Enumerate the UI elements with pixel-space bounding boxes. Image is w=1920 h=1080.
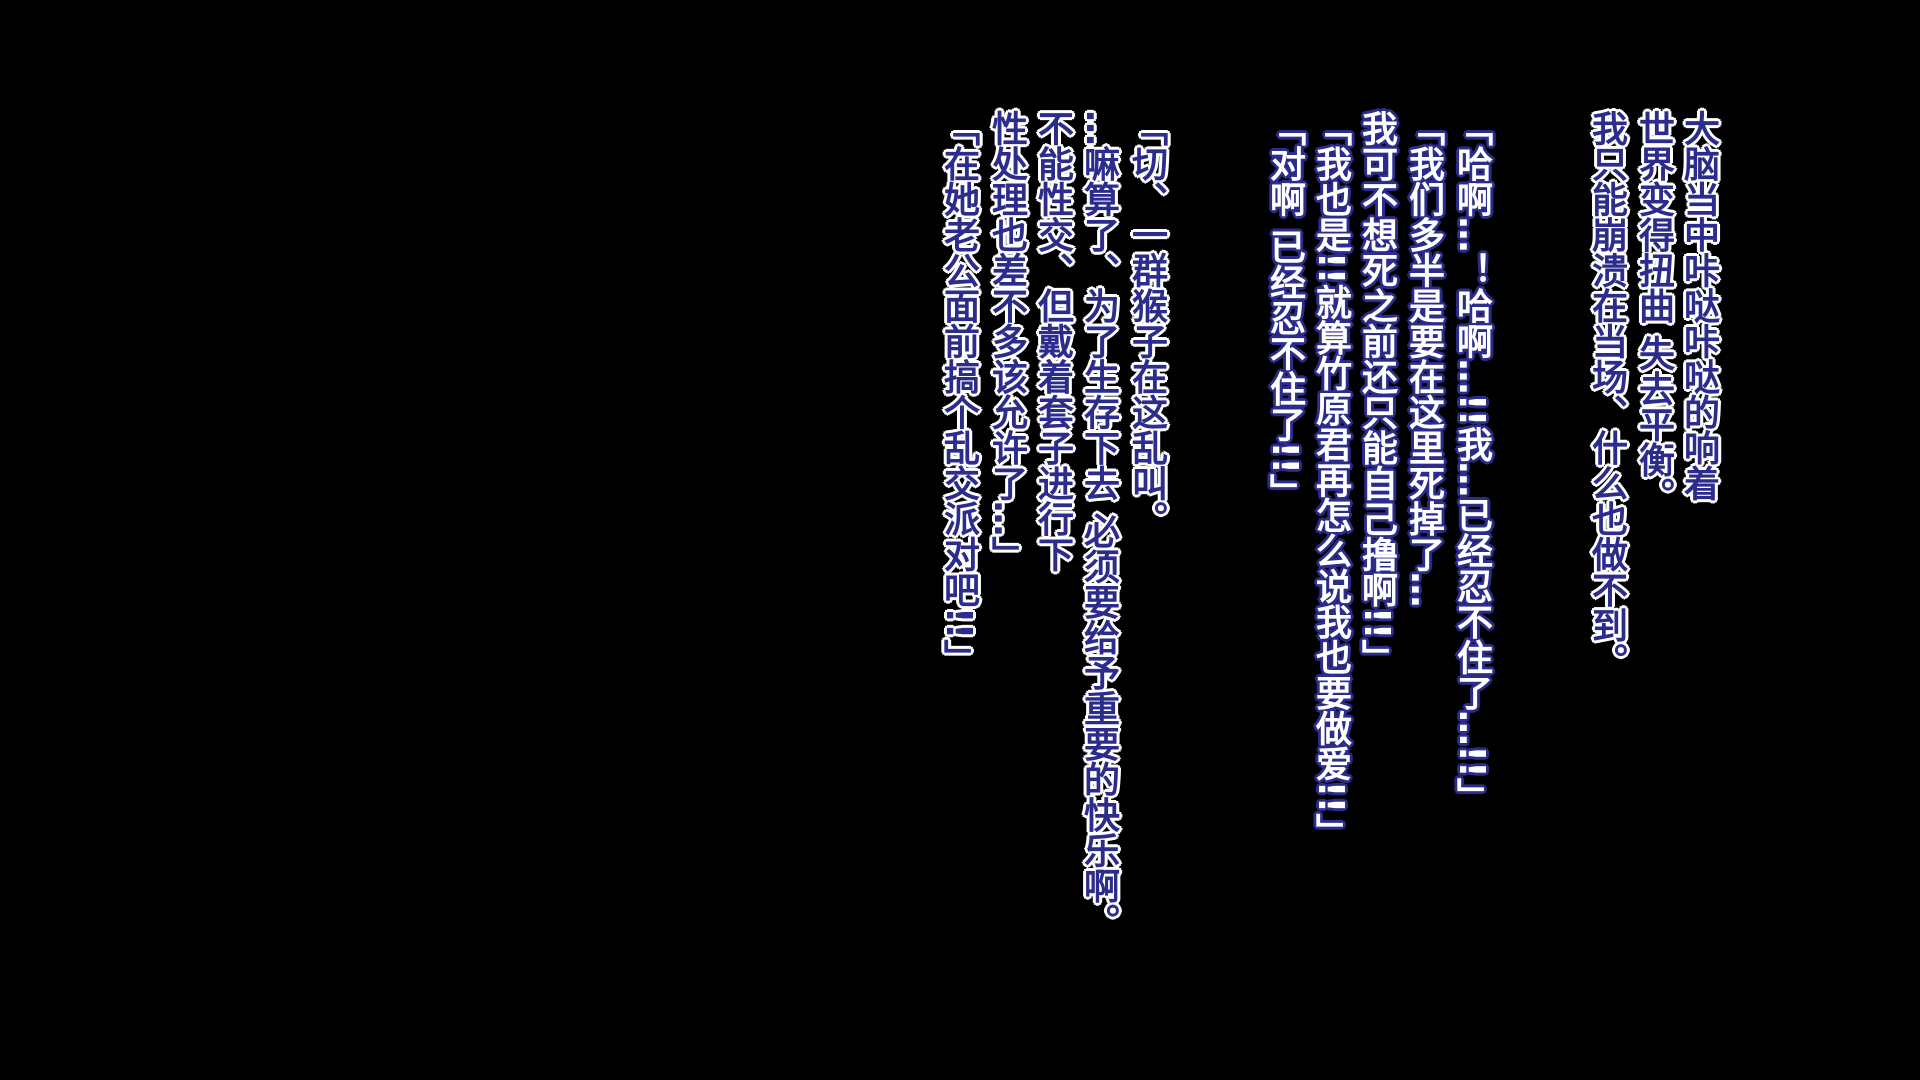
dialogue-line: 「我们多半是要在这里死掉了… <box>1403 110 1444 607</box>
narration-line: 不能性交、但戴着套子进行下 <box>1032 110 1073 572</box>
narration-line: 我只能崩溃在当场、什么也做不到。 <box>1586 110 1627 678</box>
narration-line: 大脑当中咔哒咔哒的响着 <box>1678 110 1719 501</box>
dialogue-line: 「哈啊…！哈啊…!!我…已经忍不住了…!!」 <box>1451 110 1492 813</box>
narration-line: 世界变得扭曲 失去平衡。 <box>1633 110 1674 513</box>
dialogue-line: 「对啊 已经忍不住了!!」 <box>1264 110 1305 509</box>
narration-line: 性处理也差不多该允许了…」 <box>986 110 1027 572</box>
dialogue-line: 「我也是!!就算竹原君再怎么说我也要做爱!!」 <box>1310 110 1351 849</box>
narration-line: …嘛算了、为了生存下去 必须要给予重要的快乐啊。 <box>1078 110 1119 939</box>
dialogue-line: 我可不想死之前还只能自己撸啊!!」 <box>1356 110 1397 675</box>
narration-line: 「在她老公面前搞个乱交派对吧!!」 <box>938 110 979 675</box>
narration-line: 「切、一群猴子在这乱叫。 <box>1126 110 1167 536</box>
